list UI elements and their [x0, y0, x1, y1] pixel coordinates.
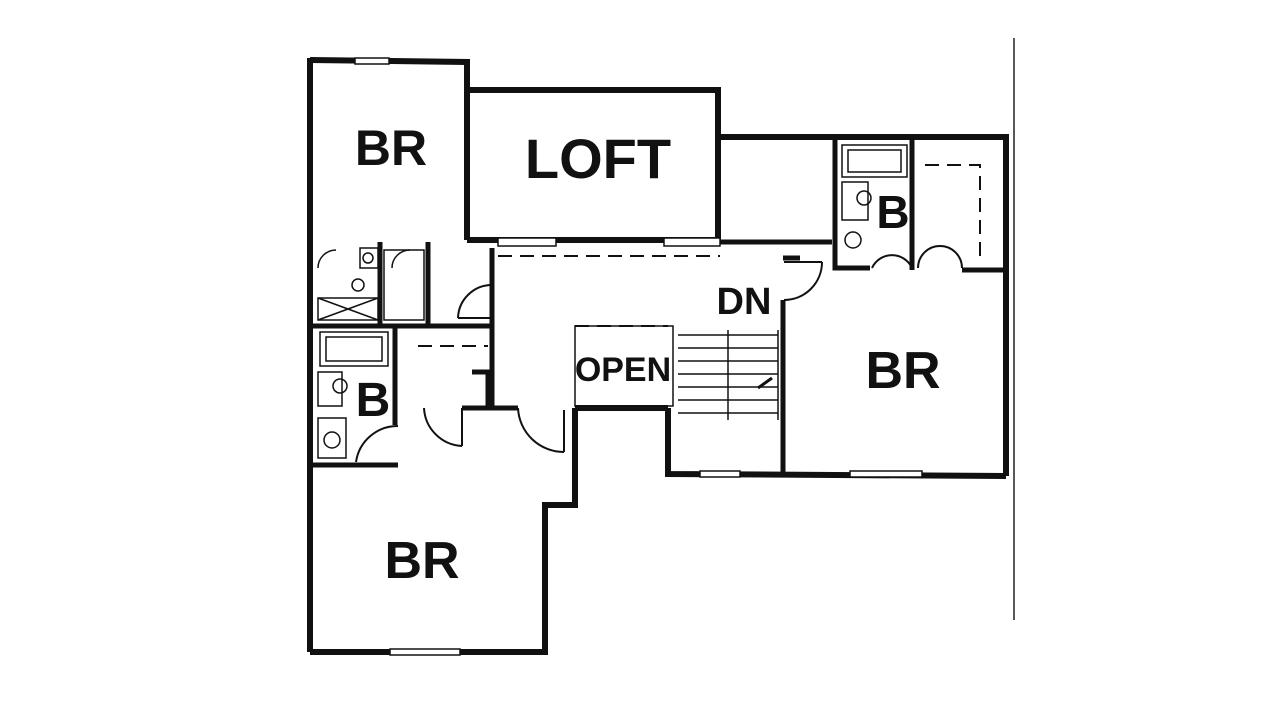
label-open: OPEN	[575, 351, 671, 389]
door-left-hall	[457, 284, 493, 319]
tub-right	[841, 144, 908, 178]
interior-walls	[310, 137, 1006, 474]
fixtures	[317, 144, 908, 459]
doors	[355, 245, 963, 463]
door-br-bottom	[517, 407, 565, 454]
label-br-bottom-left: BR	[384, 532, 459, 590]
label-br-top-left: BR	[355, 120, 427, 176]
window-br-top-left	[354, 57, 390, 65]
door-closet	[423, 407, 463, 447]
door-bath-right	[871, 254, 913, 269]
wall-br-bottom	[310, 408, 578, 655]
label-loft: LOFT	[525, 127, 671, 190]
window-br-right	[849, 470, 923, 478]
label-stair-dn: DN	[717, 281, 772, 323]
room-labels: BR LOFT B DN BR OPEN B BR	[355, 120, 941, 590]
label-br-right: BR	[865, 342, 940, 400]
open-rail	[574, 325, 674, 407]
window-hall-2	[663, 237, 721, 247]
wall-right-top	[718, 134, 1009, 476]
vanity-left	[317, 371, 343, 407]
door-bath-left	[355, 424, 399, 463]
windows	[354, 57, 923, 656]
window-br-bottom	[389, 648, 461, 656]
wall-closet-post	[472, 369, 491, 408]
window-hall-1	[497, 237, 557, 247]
window-stair	[699, 470, 741, 478]
wall-right-bath	[832, 137, 870, 271]
label-bath-left: B	[356, 374, 391, 427]
tub-left	[319, 331, 389, 367]
label-bath-right: B	[876, 186, 909, 238]
vanity-right	[841, 181, 869, 221]
door-closet-right	[917, 245, 963, 269]
door-br-right	[783, 261, 823, 301]
stairs	[574, 325, 779, 420]
wall-loft	[467, 87, 721, 243]
